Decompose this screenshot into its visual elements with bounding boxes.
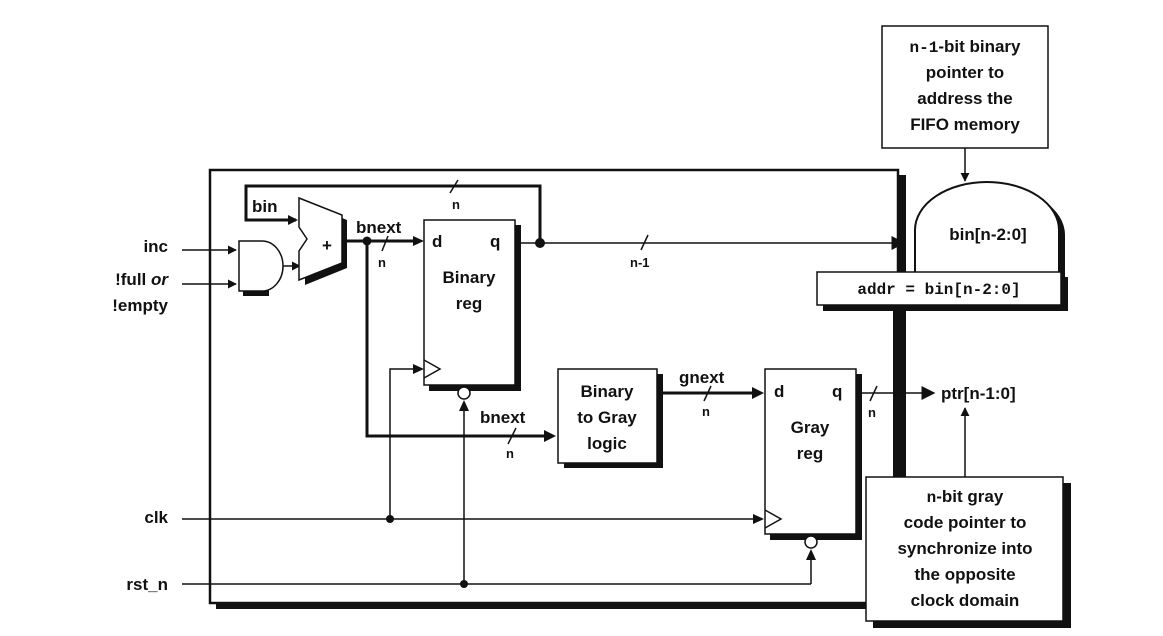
gnext-label: gnext [679, 368, 725, 387]
ptr-label: ptr[n-1:0] [941, 384, 1016, 403]
n-minus-1-label: n-1 [630, 255, 650, 270]
bin-label: bin [252, 197, 278, 216]
clk-binary-wire [389, 368, 414, 519]
bnext-top-width: n [378, 255, 386, 270]
bin2gray-line3: logic [587, 434, 627, 453]
bnext-bottom-label: bnext [480, 408, 526, 427]
gray-pointer-note: n-bit gray code pointer to synchronize i… [865, 407, 1071, 628]
empty-label: !empty [112, 296, 168, 315]
gray-reg-line2: reg [797, 444, 823, 463]
ptr-width: n [868, 405, 876, 420]
note-bottom-line2: code pointer to [904, 513, 1027, 532]
bnext-to-gray-wire [365, 241, 548, 438]
bin-feedback-wire [244, 184, 542, 243]
svg-text:!full or: !full or [115, 270, 169, 289]
gray-reg-clock-symbol [764, 509, 783, 529]
note-bottom-mono: n [927, 489, 937, 507]
bnext-top-label: bnext [356, 218, 402, 237]
binary-reg: d q Binary reg [423, 219, 521, 400]
domain-boundary [893, 305, 902, 570]
binary-reg-line2: reg [456, 294, 482, 313]
bin2gray-line2: to Gray [577, 408, 637, 427]
bus-width-top: n [452, 197, 460, 212]
bin-slice-label: bin[n-2:0] [949, 225, 1026, 244]
note-bottom-line5: clock domain [911, 591, 1020, 610]
note-top-mono: n-1 [910, 39, 939, 57]
binary-reg-reset-bubble [457, 386, 471, 400]
binary-reg-clock-symbol [423, 359, 442, 379]
clk-label: clk [144, 508, 168, 527]
note-top-line1: -bit binary [938, 37, 1021, 56]
note-top-line2: pointer to [926, 63, 1004, 82]
binary-pointer-note: n-1-bit binary pointer to address the FI… [881, 25, 1049, 182]
gray-reg-line1: Gray [791, 418, 830, 437]
svg-text:n-bit gray: n-bit gray [927, 487, 1004, 507]
note-bottom-line4: the opposite [914, 565, 1015, 584]
addr-box: addr = bin[n-2:0] [816, 271, 1068, 311]
note-top-line4: FIFO memory [910, 115, 1020, 134]
note-top-line3: address the [917, 89, 1012, 108]
adder-plus: + [322, 236, 332, 255]
gray-reg: d q Gray reg [764, 368, 862, 549]
gray-reg-q: q [832, 382, 842, 401]
svg-text:n-1-bit binary: n-1-bit binary [910, 37, 1022, 57]
rst-n-label: rst_n [126, 575, 168, 594]
gray-reg-reset-bubble [804, 535, 818, 549]
or-label: or [151, 270, 169, 289]
and-gate [238, 240, 301, 296]
binary-to-gray-logic: Binary to Gray logic [557, 368, 663, 468]
adder: + [298, 196, 347, 285]
bin2gray-line1: Binary [581, 382, 634, 401]
binary-reg-d: d [432, 232, 442, 251]
full-label: !full [115, 270, 151, 289]
note-bottom-line3: synchronize into [897, 539, 1032, 558]
bnext-bottom-width: n [506, 446, 514, 461]
binary-reg-q: q [490, 232, 500, 251]
binary-reg-line1: Binary [443, 268, 496, 287]
addr-label: addr = bin[n-2:0] [857, 281, 1020, 299]
gnext-width: n [702, 404, 710, 419]
inc-label: inc [143, 237, 168, 256]
note-bottom-line1: -bit gray [936, 487, 1004, 506]
bin-out-junction [535, 238, 545, 248]
gray-reg-d: d [774, 382, 784, 401]
